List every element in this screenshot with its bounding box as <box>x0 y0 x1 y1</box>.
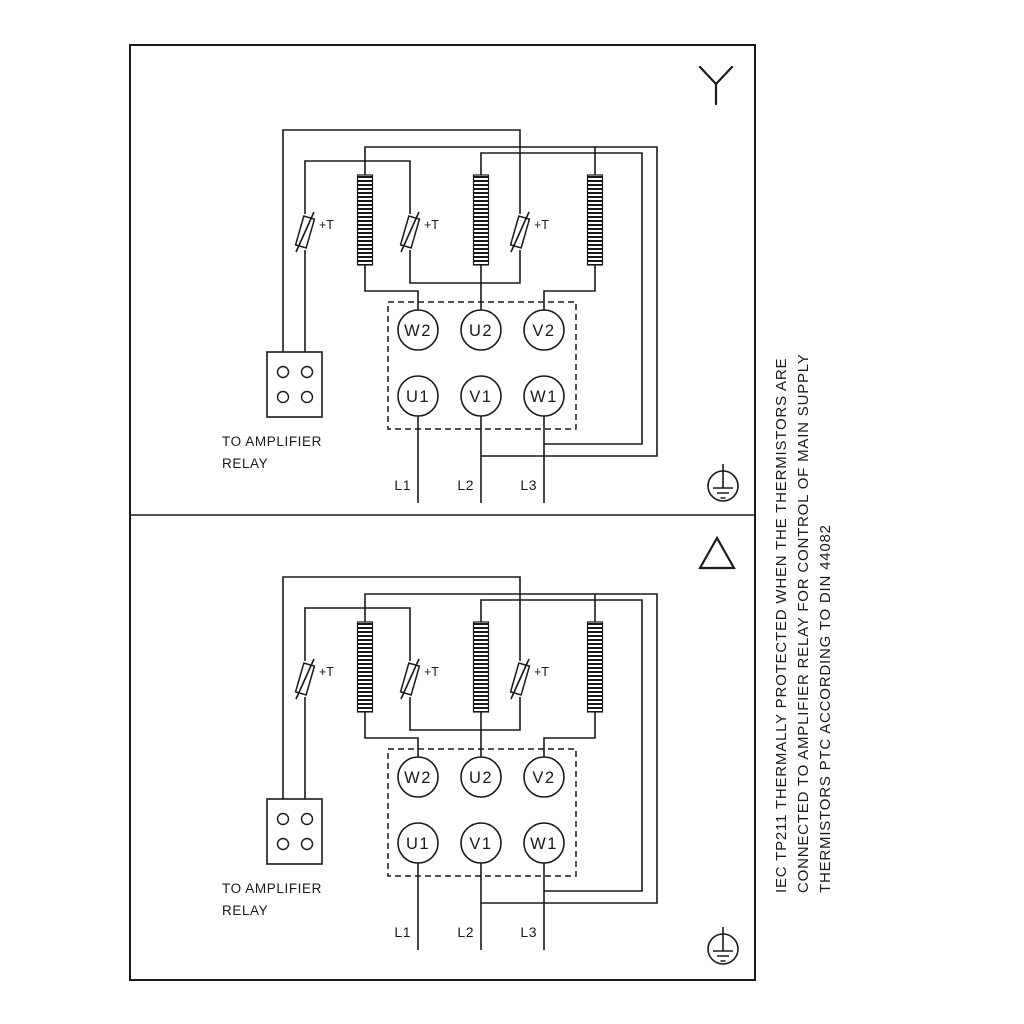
thermistor: +T <box>509 211 549 253</box>
relay-connector-box <box>266 798 323 865</box>
terminal-block: W2 U2 V2 U1 V1 W1 <box>387 748 577 877</box>
earth-ground-icon <box>707 464 739 502</box>
supply-label-l3: L3 <box>520 477 537 493</box>
thermistor: +T <box>509 658 549 700</box>
relay-pin <box>300 837 314 851</box>
relay-pin <box>276 812 290 826</box>
motor-winding-coil <box>586 174 604 266</box>
thermistor: +T <box>294 211 334 253</box>
jumper-wire <box>364 593 658 904</box>
side-note-line1: IEC TP211 THERMALLY PROTECTED WHEN THE T… <box>773 358 790 893</box>
winding-wire <box>364 712 596 757</box>
terminal-label: U1 <box>406 388 430 406</box>
relay-label-line2: RELAY <box>222 456 268 471</box>
relay-pin <box>276 365 290 379</box>
terminal-block-outline <box>387 301 577 430</box>
thermistor-label: +T <box>424 218 439 232</box>
earth-ground-icon <box>707 927 739 965</box>
terminal-label: U2 <box>469 322 493 340</box>
motor-winding-coil <box>586 621 604 713</box>
terminal-label: W1 <box>530 835 558 853</box>
motor-winding-coil <box>472 621 490 713</box>
terminal-label: W2 <box>404 769 432 787</box>
thermistor: +T <box>399 211 439 253</box>
side-note-line3: THERMISTORS PTC ACCORDING TO DIN 44082 <box>817 524 834 893</box>
jumper-wire <box>364 146 658 457</box>
star-panel: +T +T +T W2 U2 V2 U1 V1 W1 <box>222 65 739 503</box>
terminal-u1 <box>397 375 439 417</box>
terminal-label: V2 <box>532 769 555 787</box>
terminal-v1 <box>460 822 502 864</box>
terminal-label: U2 <box>469 769 493 787</box>
terminal-label: V2 <box>532 322 555 340</box>
relay-pin <box>276 837 290 851</box>
terminal-block-outline <box>387 748 577 877</box>
terminal-block: W2 U2 V2 U1 V1 W1 <box>387 301 577 430</box>
relay-label-line1: TO AMPLIFIER <box>222 881 322 896</box>
thermistor-label: +T <box>534 665 549 679</box>
terminal-label: W2 <box>404 322 432 340</box>
thermistor-chain-wire <box>282 129 521 352</box>
side-note: IEC TP211 THERMALLY PROTECTED WHEN THE T… <box>773 353 834 893</box>
terminal-label: V1 <box>469 388 492 406</box>
terminal-w2 <box>397 309 439 351</box>
supply-label-l2: L2 <box>457 477 474 493</box>
relay-connector: TO AMPLIFIER RELAY <box>222 351 323 471</box>
motor-winding-coil <box>356 174 374 266</box>
supply-label-l1: L1 <box>394 477 411 493</box>
side-note-line2: CONNECTED TO AMPLIFIER RELAY FOR CONTROL… <box>795 353 812 893</box>
thermistor-label: +T <box>319 665 334 679</box>
diagram-frame <box>129 44 756 981</box>
star-connection-icon <box>698 65 734 106</box>
terminal-w2 <box>397 756 439 798</box>
winding-wire <box>364 265 596 310</box>
relay-label-line1: TO AMPLIFIER <box>222 434 322 449</box>
delta-panel: +T +T +T W2 U2 V2 <box>222 535 739 965</box>
terminal-u1 <box>397 822 439 864</box>
terminal-w1 <box>523 822 565 864</box>
terminal-v2 <box>523 756 565 798</box>
thermistor-label: +T <box>424 665 439 679</box>
relay-connector: TO AMPLIFIER RELAY <box>222 798 323 918</box>
supply-label-l3: L3 <box>520 924 537 940</box>
thermistor-label: +T <box>534 218 549 232</box>
terminal-w1 <box>523 375 565 417</box>
terminal-u2 <box>460 756 502 798</box>
relay-pin <box>276 390 290 404</box>
supply-label-l2: L2 <box>457 924 474 940</box>
terminal-u2 <box>460 309 502 351</box>
terminal-label: W1 <box>530 388 558 406</box>
supply-wire <box>417 863 545 950</box>
supply-label-l1: L1 <box>394 924 411 940</box>
relay-pin <box>300 390 314 404</box>
terminal-label: U1 <box>406 835 430 853</box>
terminal-v2 <box>523 309 565 351</box>
thermistor-label: +T <box>319 218 334 232</box>
terminal-v1 <box>460 375 502 417</box>
motor-winding-coil <box>472 174 490 266</box>
supply-wire <box>417 416 545 503</box>
thermistor: +T <box>399 658 439 700</box>
relay-label-line2: RELAY <box>222 903 268 918</box>
thermistor: +T <box>294 658 334 700</box>
relay-pin <box>300 365 314 379</box>
terminal-label: V1 <box>469 835 492 853</box>
relay-pin <box>300 812 314 826</box>
delta-connection-icon <box>698 535 736 570</box>
thermistor-chain-wire <box>282 576 521 799</box>
motor-winding-coil <box>356 621 374 713</box>
relay-connector-box <box>266 351 323 418</box>
